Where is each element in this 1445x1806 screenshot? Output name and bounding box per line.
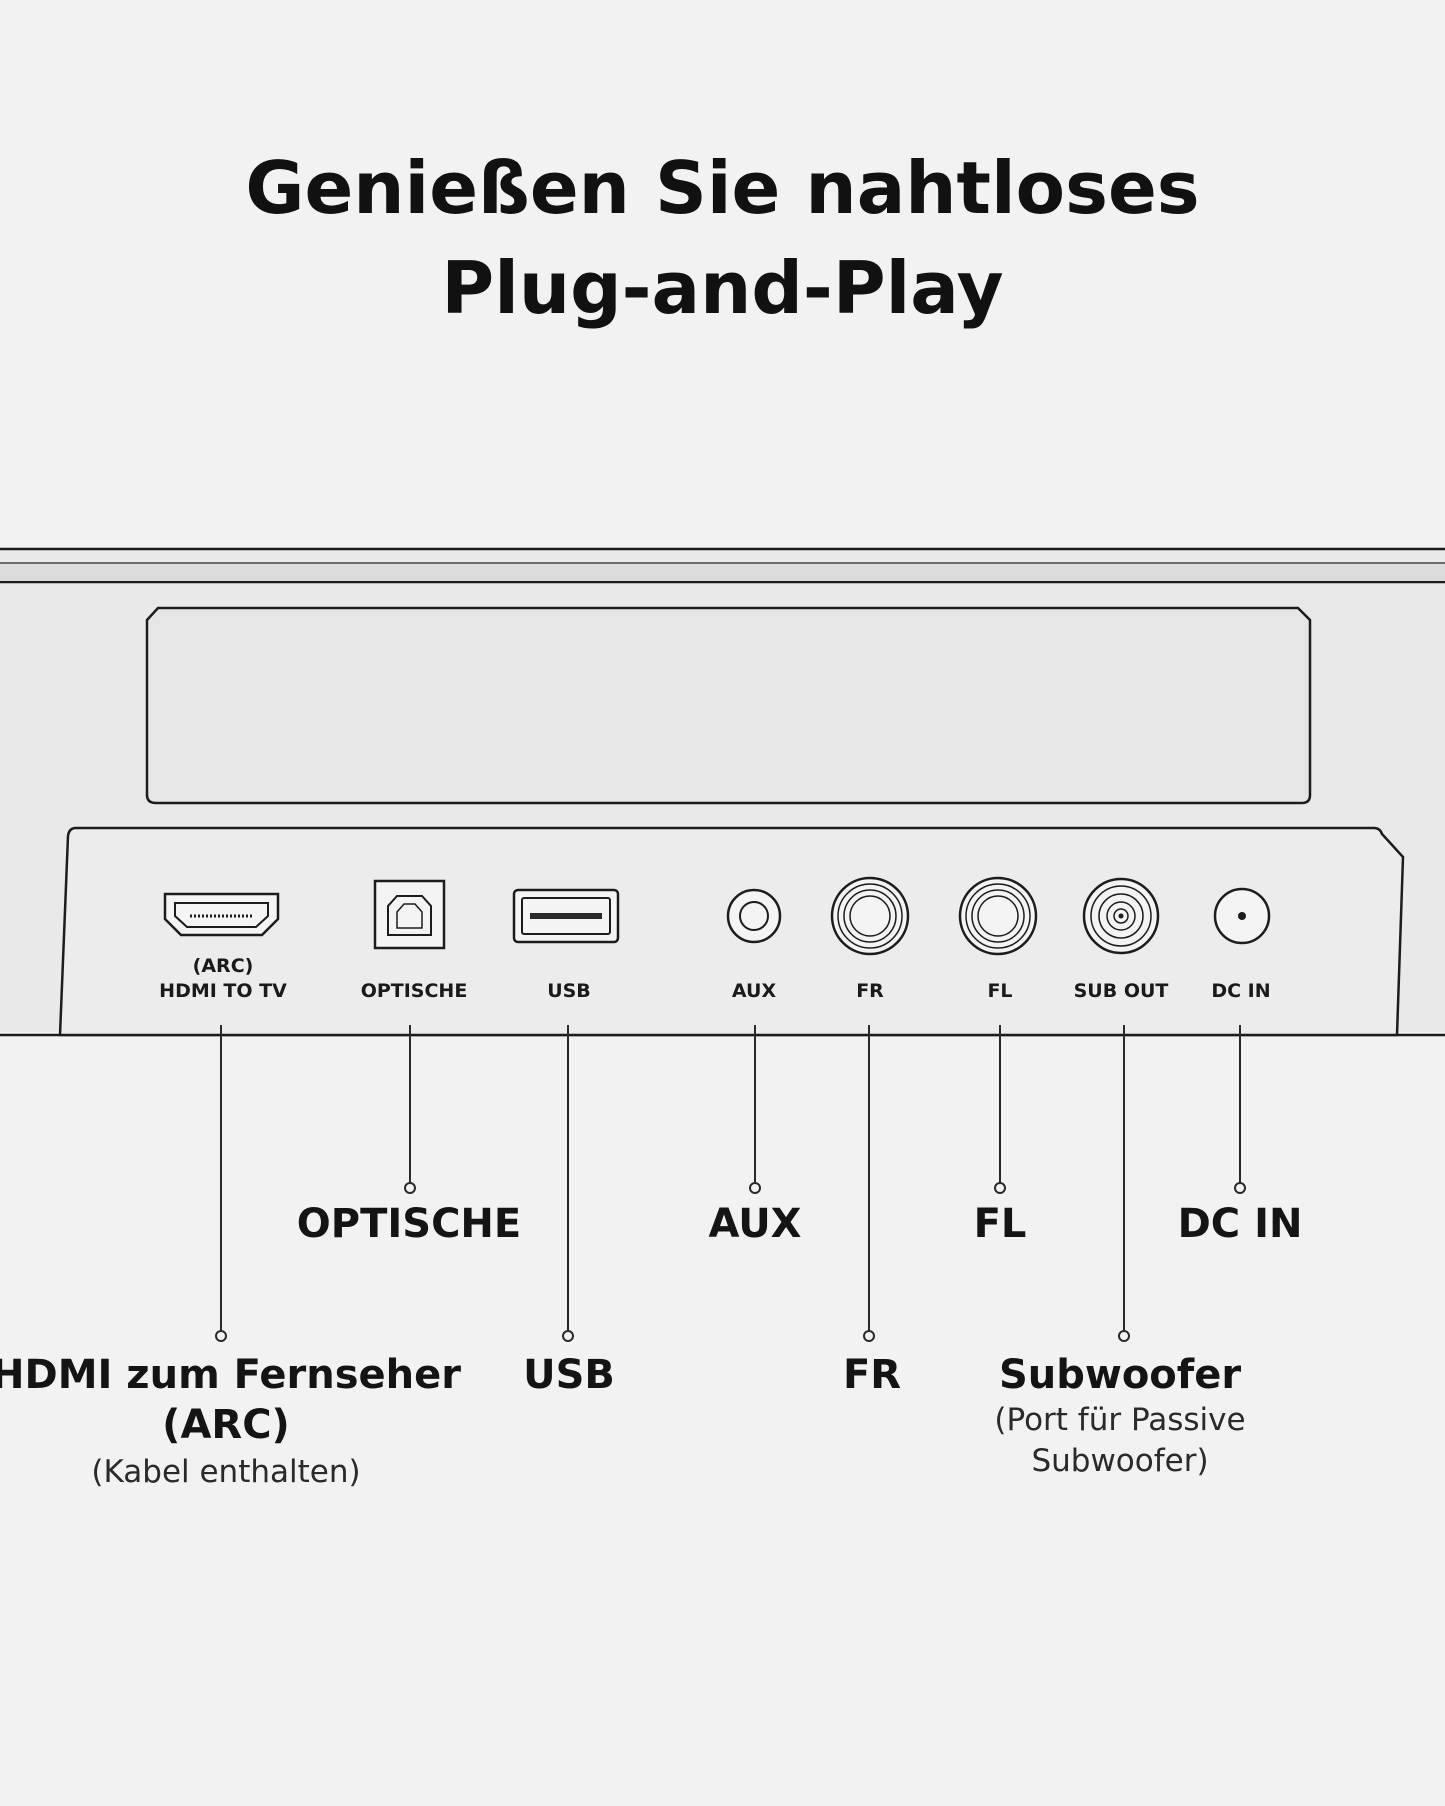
- aux-port-icon: [726, 888, 782, 944]
- dc-in-port-icon: [1213, 887, 1271, 945]
- title-line-1: Genießen Sie nahtloses: [245, 146, 1200, 230]
- optical-port-icon: [373, 879, 446, 950]
- port-label-fr: FR: [856, 980, 884, 1002]
- port-label-hdmi-arc: (ARC): [193, 955, 254, 977]
- callout-optical: OPTISCHE: [297, 1201, 521, 1247]
- leader-dot-optical: [404, 1182, 416, 1194]
- leader-dot-aux: [749, 1182, 761, 1194]
- callout-fr: FR: [843, 1352, 901, 1398]
- title-line-2: Plug-and-Play: [441, 246, 1004, 330]
- grille-panel: [145, 606, 1312, 805]
- leader-dot-usb: [562, 1330, 574, 1342]
- callout-subwoofer-note-1: (Port für Passive: [994, 1402, 1245, 1438]
- callout-dc-in: DC IN: [1178, 1201, 1303, 1247]
- port-label-optical: OPTISCHE: [361, 980, 468, 1002]
- callout-hdmi: HDMI zum Fernseher: [0, 1352, 461, 1398]
- usb-port-icon: [512, 888, 620, 944]
- sub-out-port-icon: [1082, 877, 1160, 955]
- callout-usb: USB: [523, 1352, 615, 1398]
- callout-subwoofer-note-2: Subwoofer): [1031, 1443, 1208, 1479]
- fl-port-icon: [958, 876, 1038, 956]
- leader-dot-hdmi: [215, 1330, 227, 1342]
- callout-aux: AUX: [708, 1201, 801, 1247]
- leader-dot-dc-in: [1234, 1182, 1246, 1194]
- port-label-dc-in: DC IN: [1211, 980, 1270, 1002]
- callout-hdmi-arc: (ARC): [162, 1402, 290, 1448]
- callout-fl: FL: [974, 1201, 1027, 1247]
- port-label-fl: FL: [987, 980, 1012, 1002]
- callout-subwoofer: Subwoofer: [999, 1352, 1241, 1398]
- leader-dot-fr: [863, 1330, 875, 1342]
- port-label-usb: USB: [547, 980, 591, 1002]
- port-label-sub-out: SUB OUT: [1074, 980, 1169, 1002]
- port-label-aux: AUX: [732, 980, 777, 1002]
- fr-port-icon: [830, 876, 910, 956]
- leader-dot-fl: [994, 1182, 1006, 1194]
- leader-dot-subwoofer: [1118, 1330, 1130, 1342]
- hdmi-port-icon: [163, 892, 280, 937]
- callout-hdmi-note: (Kabel enthalten): [91, 1454, 360, 1490]
- port-label-hdmi: HDMI TO TV: [159, 980, 287, 1002]
- leader-lines: [215, 1025, 1246, 1342]
